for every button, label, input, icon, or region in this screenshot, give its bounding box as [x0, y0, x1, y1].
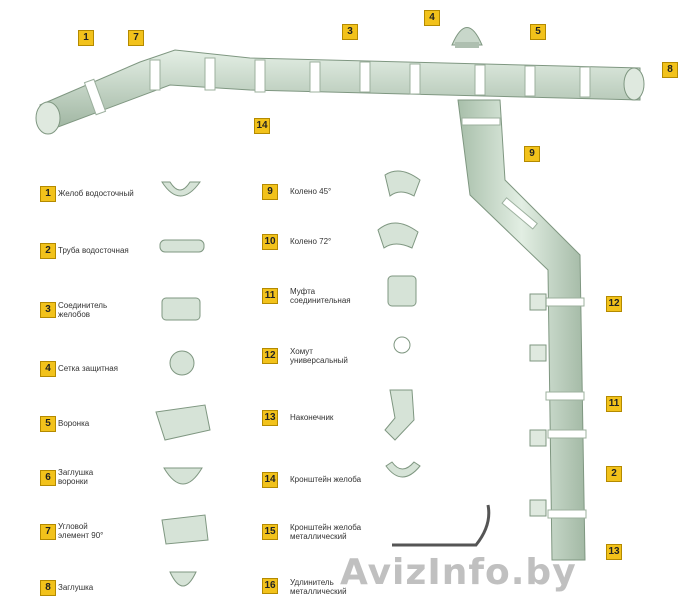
legend-num-8: 8: [40, 580, 56, 596]
legend-num-3: 3: [40, 302, 56, 318]
legend-num-5: 5: [40, 416, 56, 432]
legend-num-13: 13: [262, 410, 278, 426]
callout-4: 4: [424, 10, 440, 26]
callout-11: 11: [606, 396, 622, 412]
downpipe: [457, 99, 587, 561]
legend-text-2: Труба водосточная: [58, 246, 129, 255]
legend-num-14: 14: [262, 472, 278, 488]
legend-num-7: 7: [40, 524, 56, 540]
legend-text-7: Угловой элемент 90°: [58, 522, 104, 540]
legend-text-9: Колено 45°: [290, 187, 332, 196]
legend-text-11: Муфта соединительная: [290, 287, 351, 305]
legend-text-3: Соединитель желобов: [58, 301, 108, 319]
legend-text-12: Хомут универсальный: [290, 347, 348, 365]
gutter-run: [35, 49, 645, 135]
legend-text-13: Наконечник: [290, 413, 334, 422]
legend-num-1: 1: [40, 186, 56, 202]
legend-num-4: 4: [40, 361, 56, 377]
callout-3: 3: [342, 24, 358, 40]
legend-num-10: 10: [262, 234, 278, 250]
callout-2: 2: [606, 466, 622, 482]
callout-1: 1: [78, 30, 94, 46]
legend-text-5: Воронка: [58, 419, 90, 428]
legend-text-1: Желоб водосточный: [58, 189, 134, 198]
legend-num-9: 9: [262, 184, 278, 200]
callout-7: 7: [128, 30, 144, 46]
legend-text-15: Кронштейн желоба металлический: [290, 523, 362, 541]
legend-text-10: Колено 72°: [290, 237, 332, 246]
callout-14: 14: [254, 118, 270, 134]
legend-num-6: 6: [40, 470, 56, 486]
legend-text-4: Сетка защитная: [58, 364, 119, 373]
callout-5: 5: [530, 24, 546, 40]
legend-num-12: 12: [262, 348, 278, 364]
legend-text-6: Заглушка воронки: [58, 468, 94, 486]
watermark: AvizInfo.by: [340, 552, 577, 593]
legend-num-15: 15: [262, 524, 278, 540]
legend-num-16: 16: [262, 578, 278, 594]
callout-12: 12: [606, 296, 622, 312]
legend-icons: [155, 170, 491, 587]
legend-num-11: 11: [262, 288, 278, 304]
mesh-dome: [451, 27, 483, 48]
callout-8: 8: [662, 62, 678, 78]
legend-text-14: Кронштейн желоба: [290, 475, 362, 484]
callout-13: 13: [606, 544, 622, 560]
legend-text-8: Заглушка: [58, 583, 94, 592]
legend-num-2: 2: [40, 243, 56, 259]
legend-text-16: Удлинитель металлический: [290, 578, 347, 596]
callout-9: 9: [524, 146, 540, 162]
